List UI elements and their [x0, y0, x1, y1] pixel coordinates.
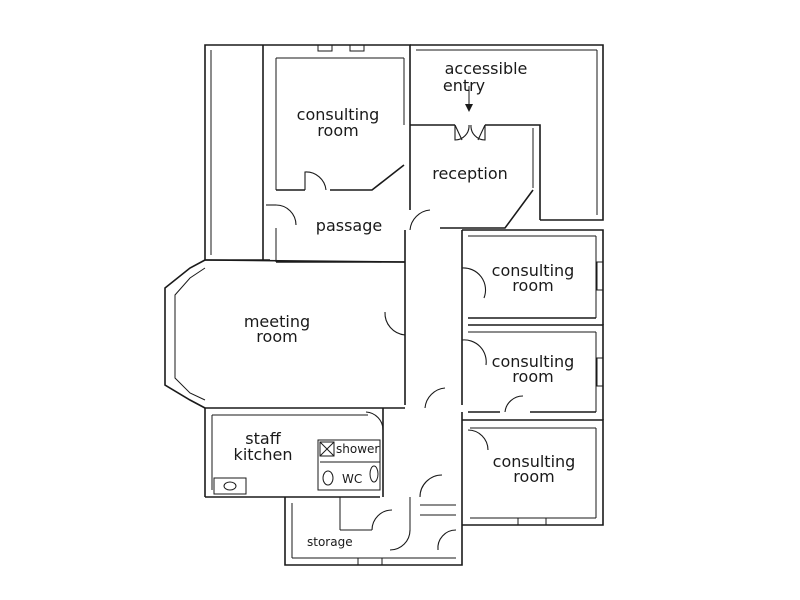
consulting-room-east-3-label-line1: consulting: [493, 452, 576, 471]
reception-room: [409, 86, 541, 231]
consulting-room-east-3: [462, 419, 604, 526]
consulting-room-east-2: [468, 324, 604, 420]
storage-area: [284, 497, 463, 566]
consulting-room-east-1-label-line2: room: [512, 276, 553, 295]
consulting-room-top-label-line1: consulting: [297, 105, 380, 124]
central-hall: [384, 230, 487, 405]
staff-kitchen-label-line1: staff: [245, 429, 281, 448]
storage-label: storage: [307, 535, 353, 549]
consulting-room-east-2-label-line1: consulting: [492, 352, 575, 371]
meeting-room: [164, 259, 406, 409]
consulting-room-top: [262, 44, 411, 191]
accessible-entry-label-line1: accessible: [445, 59, 528, 78]
meeting-room-label-line2: room: [256, 327, 297, 346]
consulting-room-east-2-label-line2: room: [512, 367, 553, 386]
consulting-room-east-3-label-line2: room: [513, 467, 554, 486]
passage-label: passage: [316, 216, 382, 235]
consulting-room-east-1: [462, 229, 604, 325]
consulting-room-top-label-line2: room: [317, 121, 358, 140]
staff-kitchen-label-line2: kitchen: [234, 445, 293, 464]
reception-label: reception: [432, 164, 508, 183]
meeting-room-label-line1: meeting: [244, 312, 310, 331]
wc-label: WC: [342, 472, 362, 486]
accessible-entry-label-line2: entry: [443, 76, 485, 95]
kitchen-area: [204, 387, 463, 515]
shower-label: shower: [336, 442, 379, 456]
consulting-room-east-1-label-line1: consulting: [492, 261, 575, 280]
